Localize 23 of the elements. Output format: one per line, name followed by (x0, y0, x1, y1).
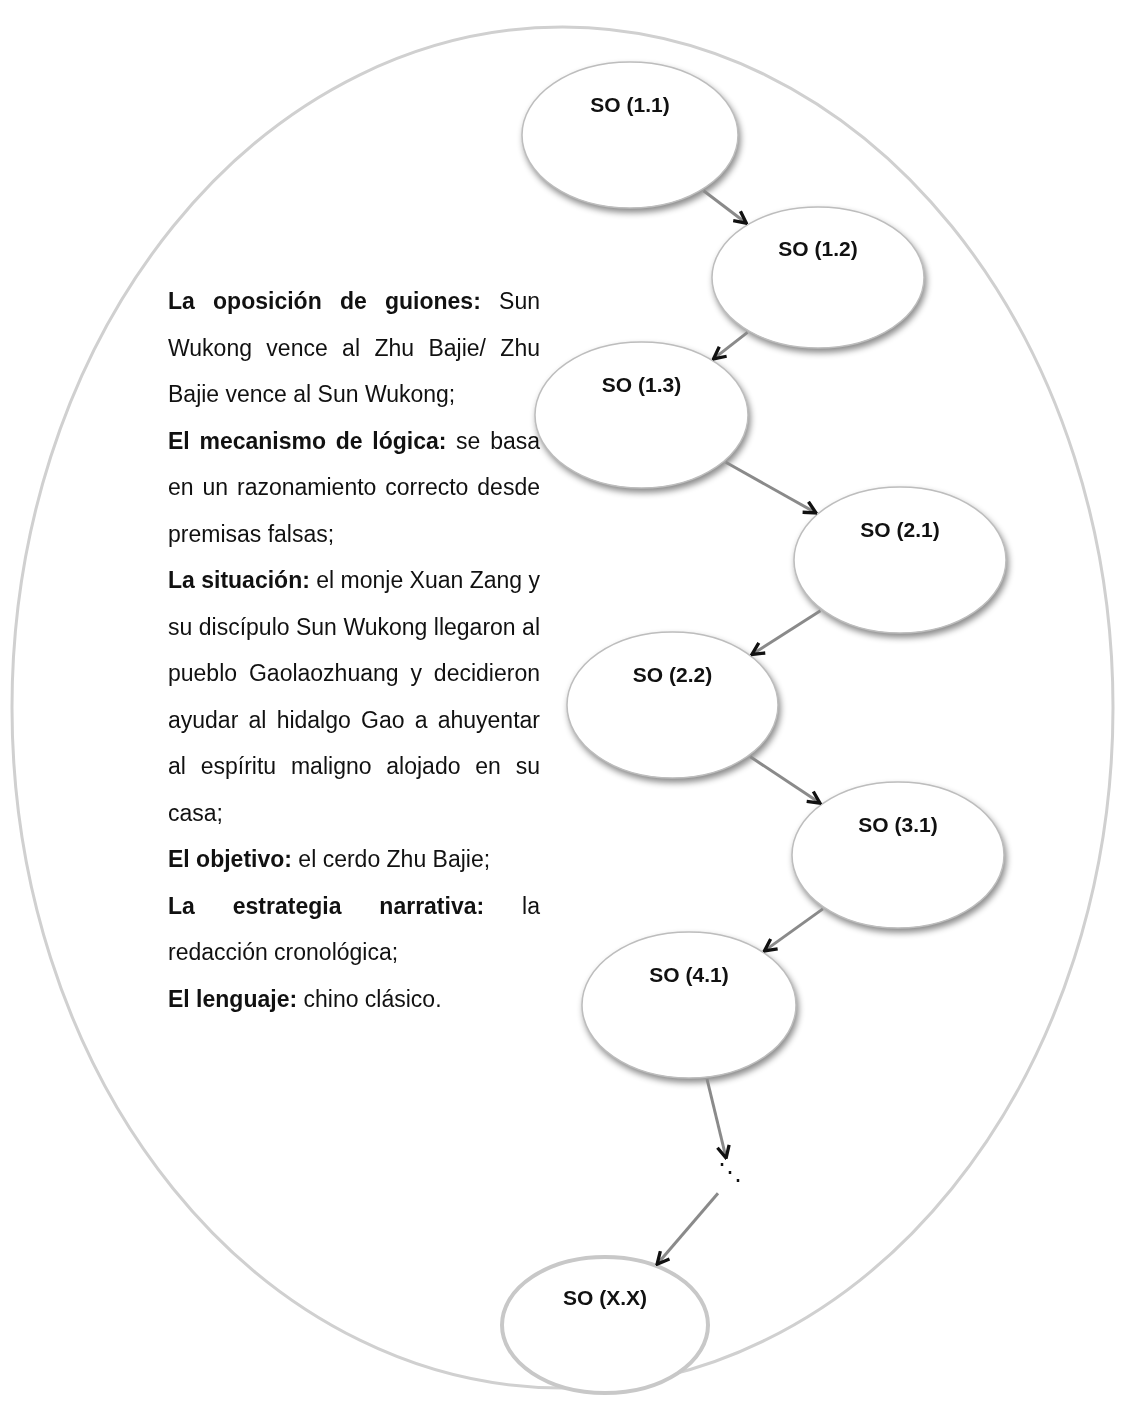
node-label: SO (1.2) (778, 236, 858, 261)
arrow (711, 331, 749, 361)
node-label: SO (X.X) (563, 1285, 647, 1310)
arrow (749, 755, 822, 805)
arrow (705, 1078, 731, 1160)
description-paragraph: El objetivo: el cerdo Zhu Bajie; (168, 845, 492, 874)
node-label: SO (3.1) (858, 813, 938, 837)
arrow (655, 1192, 720, 1266)
arrow (725, 461, 818, 515)
description-paragraph: El lenguaje: chino clásico. (168, 984, 443, 1014)
node-label: SO (4.1) (649, 963, 729, 987)
arrow (702, 189, 749, 225)
description-paragraph: La oposición de guiones: Sun Wukong vence al Zhu Bajie/ Zhu Bajie vence al Sun Wukong; (168, 287, 540, 409)
node-label: SO (1.3) (601, 373, 682, 397)
node-label: SO (2.2) (632, 663, 713, 687)
arrow (750, 609, 822, 657)
description-paragraph: La estrategia narrativa: la redacción cronológica; (168, 891, 540, 967)
description-paragraph: El mecanismo de lógica: se basa en un razonamiento correcto desde premisas falsas; (168, 426, 540, 549)
node-label: SO (2.1) (860, 518, 940, 542)
description-paragraph: La situación: el monje Xuan Zang y su discípulo Sun Wukong llegaron al pueblo Gaolaozhuang y decidieron ayudar al hidalgo Gao a ahuyentar al espíritu maligno alojado en su casa; (168, 566, 540, 828)
node-label: SO (1.1) (590, 93, 670, 117)
ellipsis-mark: ⋱ (718, 1158, 742, 1186)
arrow (762, 907, 824, 953)
